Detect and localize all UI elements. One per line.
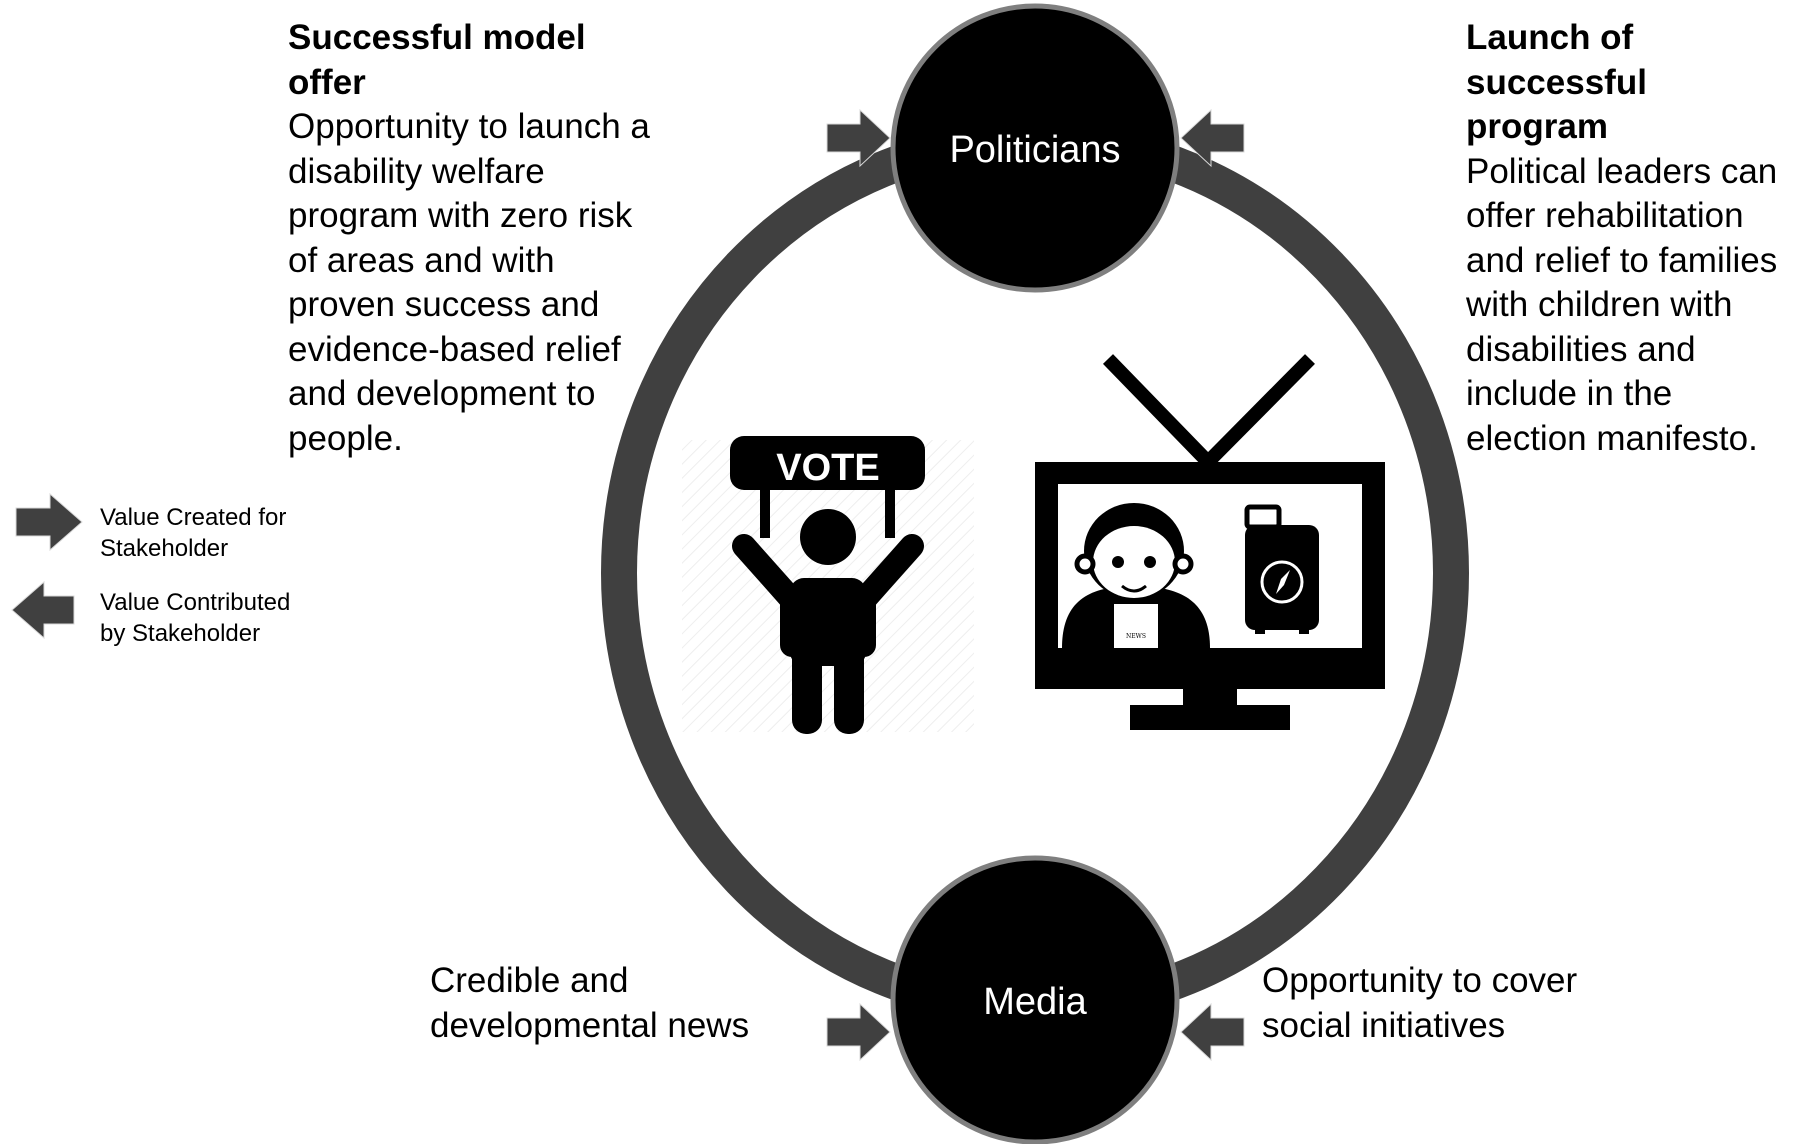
top-left-body: Opportunity to launch a disability welfa…	[288, 107, 650, 458]
top-right-body: Political leaders can offer rehabilitati…	[1466, 151, 1778, 458]
value-contributed-arrow-icon	[1180, 108, 1245, 168]
value-contributed-arrow-icon	[1180, 1002, 1245, 1062]
legend-contributed-label: Value Contributed by Stakeholder	[100, 589, 291, 647]
politicians-node: Politicians	[890, 3, 1180, 293]
top-right-annotation: Launch of successful program Political l…	[1466, 16, 1791, 461]
bottom-left-annotation: Credible and developmental news	[430, 959, 800, 1048]
value-created-arrow-icon	[826, 1002, 891, 1062]
value-created-arrow-icon	[826, 108, 891, 168]
legend-created-arrow-icon	[15, 492, 83, 552]
media-node: Media	[890, 855, 1180, 1144]
bottom-right-annotation: Opportunity to cover social initiatives	[1262, 959, 1632, 1048]
bottom-right-body: Opportunity to cover social initiatives	[1262, 961, 1578, 1045]
media-label: Media	[983, 981, 1087, 1023]
top-left-annotation: Successful model offer Opportunity to la…	[288, 16, 658, 461]
top-right-title: Launch of successful program	[1466, 18, 1647, 146]
politicians-label: Politicians	[949, 129, 1120, 171]
vote-sign-label: VOTE	[776, 447, 879, 489]
legend-contributed-arrow-icon	[11, 580, 75, 640]
top-left-title: Successful model offer	[288, 18, 586, 102]
legend-created-label: Value Created for Stakeholder	[100, 504, 287, 562]
person-holding-vote-sign-icon: VOTE	[682, 436, 974, 734]
news-badge-label: NEWS	[1126, 633, 1146, 640]
television-news-anchor-icon: NEWS	[1035, 354, 1385, 730]
bottom-left-body: Credible and developmental news	[430, 961, 750, 1045]
